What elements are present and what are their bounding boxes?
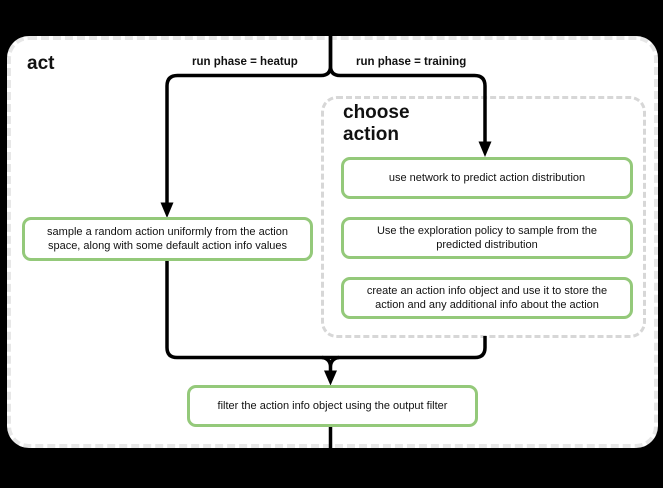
connector-merge-down — [321, 355, 340, 372]
node-create-action-info-object: create an action info object and use it … — [341, 277, 633, 319]
node-exploration-policy-sample: Use the exploration policy to sample fro… — [341, 217, 633, 259]
arrowhead-filter — [324, 370, 337, 386]
node-predict-action-distribution: use network to predict action distributi… — [341, 157, 633, 199]
branch-label-training: run phase = training — [356, 56, 467, 68]
frame-title: act — [27, 53, 55, 74]
connector-merge-left — [165, 259, 331, 360]
node-sample-random-action: sample a random action uniformly from th… — [22, 217, 313, 261]
branch-label-heatup: run phase = heatup — [192, 56, 298, 68]
choose-action-title: choose action — [343, 102, 410, 145]
arrowhead-training — [478, 141, 492, 157]
connector-training-branch — [328, 36, 487, 142]
connector-merge-right — [330, 336, 487, 360]
node-output-filter: filter the action info object using the … — [187, 385, 478, 427]
arrowhead-heatup — [160, 202, 174, 218]
